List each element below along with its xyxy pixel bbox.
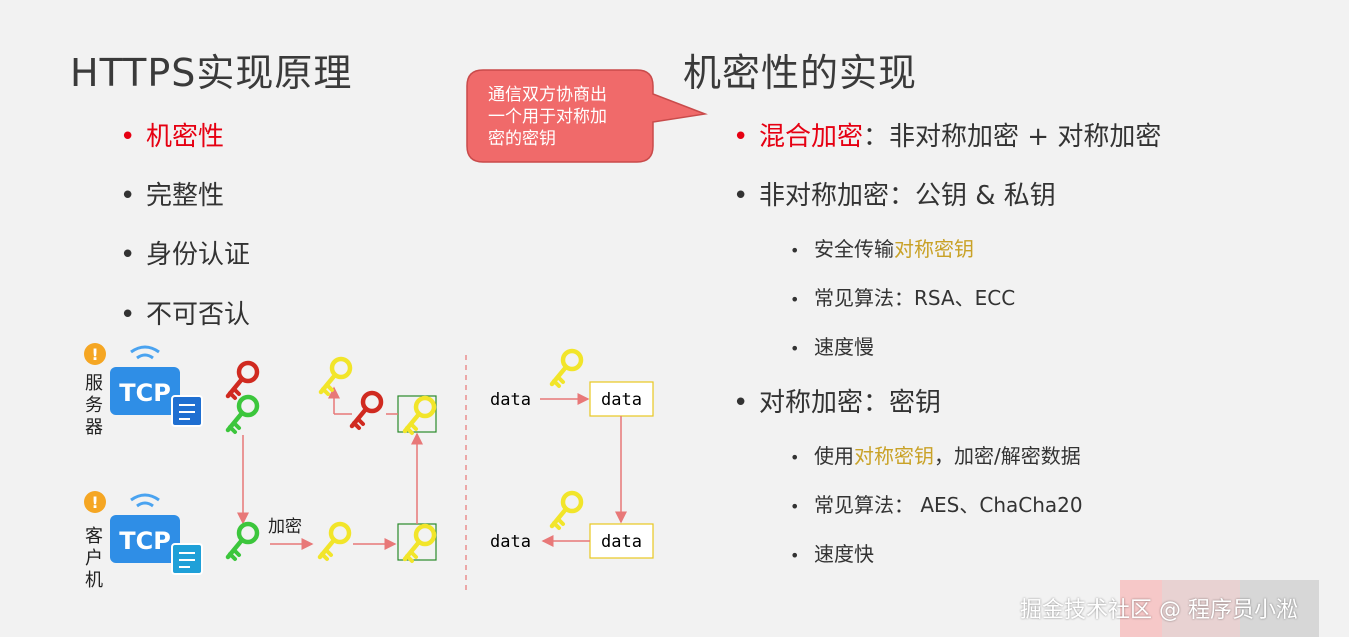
data-plain-top: data [490, 390, 531, 410]
bullet-label: 完整性 [146, 181, 225, 211]
sub-text: 使用 [814, 444, 854, 468]
client-tcp-label: TCP [119, 527, 171, 555]
encrypt-label: 加密 [268, 517, 302, 537]
sub-asym-speed: • 速度慢 [790, 331, 874, 360]
client-node: ! TCP [84, 491, 203, 575]
decrypted-symmetric-key-icon [321, 359, 350, 394]
sub-sym-algorithms: • 常见算法： AES、ChaCha20 [790, 489, 1083, 518]
client-label-char: 户 [85, 548, 103, 569]
bullet-label: 不可否认 [146, 300, 251, 330]
sub-text-gold: 对称密钥 [894, 237, 974, 261]
sub-dot: • [790, 497, 800, 516]
callout-text: 通信双方协商出 一个用于对称加 密的密钥 [488, 84, 607, 150]
bullet-dot: • [733, 181, 749, 211]
data-plain-bottom: data [490, 532, 531, 552]
bullet-dot: • [733, 388, 749, 418]
received-encrypted-key-icon [405, 398, 434, 433]
watermark-backdrop [1120, 580, 1162, 637]
sub-text: ，加密/解密数据 [934, 444, 1081, 468]
data-box-bottom-label: data [601, 532, 642, 552]
server-public-key-icon [228, 397, 257, 432]
symmetric-key-encrypt-icon [552, 351, 581, 386]
page-title-right: 机密性的实现 [683, 51, 918, 95]
server-alert-icon [84, 343, 106, 365]
bullet-dot: • [120, 181, 136, 211]
sub-asym-secure-transfer: • 安全传输对称密钥 [790, 233, 974, 262]
sub-dot: • [790, 241, 800, 260]
watermark-backdrop [1240, 580, 1319, 637]
callout-line: 一个用于对称加 [488, 107, 607, 127]
client-alert-symbol: ! [91, 493, 98, 512]
server-label: 服 务 器 [84, 373, 104, 439]
bullet-dot: • [120, 300, 136, 330]
symmetric-key-decrypt-icon [552, 493, 581, 528]
bullet-confidentiality: • 机密性 [120, 116, 224, 153]
sym-label: 对称加密：密钥 [759, 388, 942, 418]
server-label-char: 服 [85, 373, 103, 394]
sub-text: 常见算法： AES、ChaCha20 [814, 493, 1083, 517]
server-alert-symbol: ! [91, 345, 98, 364]
bullet-dot: • [120, 240, 136, 270]
sub-dot: • [790, 290, 800, 309]
page-title-left: HTTPS实现原理 [70, 51, 353, 95]
callout-line: 通信双方协商出 [488, 85, 607, 105]
server-label-char: 务 [85, 395, 103, 416]
bullet-label: 机密性 [146, 122, 225, 152]
sub-dot: • [790, 339, 800, 358]
sub-text: 速度快 [814, 542, 874, 566]
client-label-char: 机 [85, 570, 103, 591]
encrypted-key-icon [405, 526, 434, 561]
sub-text-gold: 对称密钥 [854, 444, 934, 468]
hybrid-label-red: 混合加密 [759, 122, 864, 152]
client-alert-icon [84, 491, 106, 513]
bullet-dot: • [120, 122, 136, 152]
watermark-backdrop [1162, 580, 1240, 637]
bullet-integrity: • 完整性 [120, 175, 224, 212]
bullet-symmetric: • 对称加密：密钥 [733, 382, 941, 419]
sub-text: 常见算法：RSA、ECC [814, 286, 1016, 310]
bullet-label: 身份认证 [146, 240, 251, 270]
data-box-encrypted [589, 381, 654, 417]
bullet-authentication: • 身份认证 [120, 234, 250, 271]
symmetric-key-icon [320, 524, 349, 559]
decrypt-private-key-icon [352, 393, 381, 428]
server-wifi-icon [130, 345, 160, 354]
server-tcp-icon [110, 367, 180, 415]
server-label-char: 器 [85, 417, 103, 438]
client-label-char: 客 [85, 526, 103, 547]
server-node: ! TCP [84, 343, 203, 427]
sub-text: 速度慢 [814, 335, 874, 359]
sub-dot: • [790, 546, 800, 565]
client-label: 客 户 机 [84, 526, 104, 592]
server-tcp-label: TCP [119, 379, 171, 407]
bullet-dot: • [733, 122, 749, 152]
sub-sym-usage: • 使用对称密钥，加密/解密数据 [790, 440, 1081, 469]
server-private-key-icon [228, 363, 257, 398]
bullet-hybrid-encryption: • 混合加密：非对称加密 + 对称加密 [733, 116, 1161, 153]
hybrid-label-rest: ：非对称加密 + 对称加密 [863, 122, 1162, 152]
asym-label: 非对称加密：公钥 & 私钥 [759, 181, 1056, 211]
bullet-non-repudiation: • 不可否认 [120, 294, 250, 331]
sub-sym-speed: • 速度快 [790, 538, 874, 567]
client-public-key-icon [228, 524, 257, 559]
callout-line: 密的密钥 [488, 129, 556, 149]
bullet-asymmetric: • 非对称加密：公钥 & 私钥 [733, 175, 1056, 212]
sub-text: 安全传输 [814, 237, 894, 261]
callout-bubble [466, 69, 708, 163]
handshake-diagram: ! TCP ! TCP 加密 data [84, 343, 654, 592]
watermark: 掘金技术社区 @ 程序员小淞 [1020, 598, 1298, 623]
sub-asym-algorithms: • 常见算法：RSA、ECC [790, 282, 1015, 311]
sub-dot: • [790, 448, 800, 467]
client-wifi-icon [130, 493, 160, 502]
client-tcp-icon [110, 515, 180, 563]
data-box-top-label: data [601, 390, 642, 410]
